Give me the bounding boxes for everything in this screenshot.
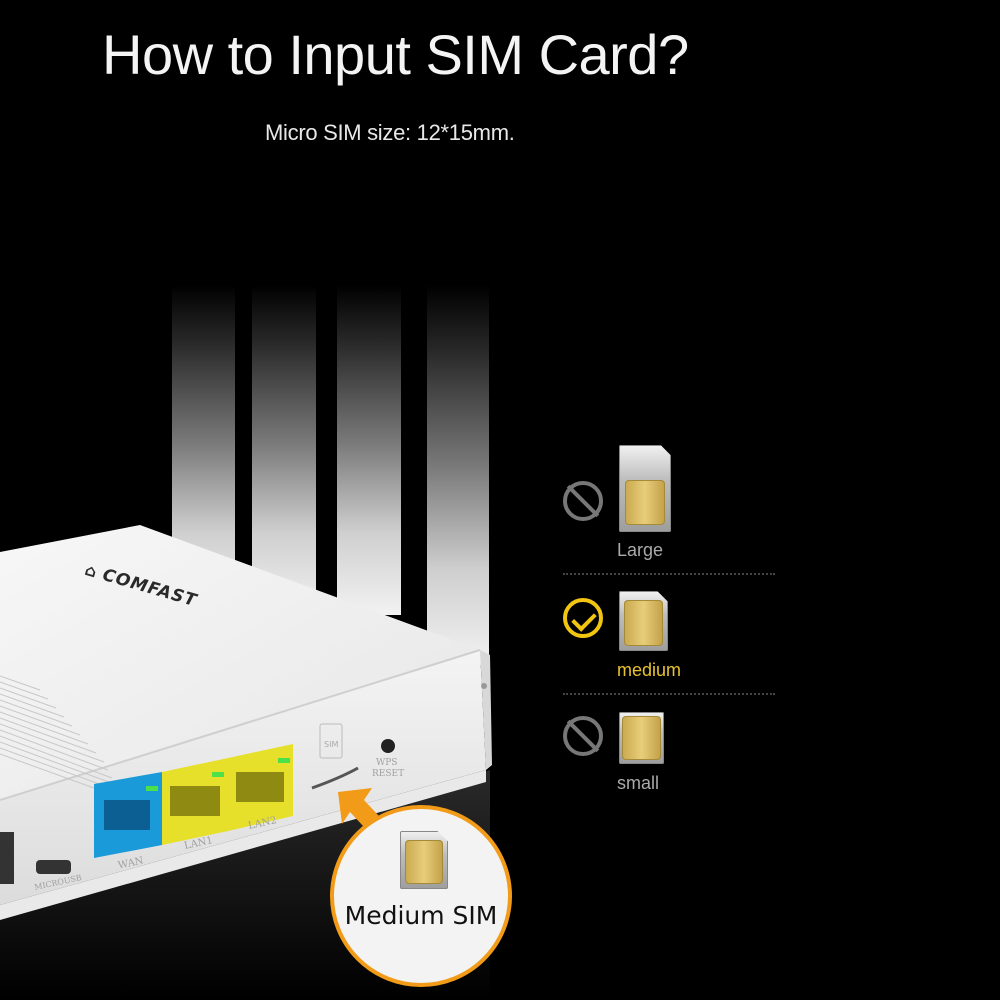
large-sim-icon [619,445,671,532]
check-circle-icon [563,598,603,638]
sim-option-small-label: small [617,773,660,793]
sim-slot-label: SIM [324,740,339,749]
ban-icon [563,481,603,521]
sim-chip [405,840,443,884]
sim-chip [622,716,661,760]
sim-size-subtitle: Micro SIM size: 12*15mm. [265,120,515,145]
wps-label: WPS [376,758,398,768]
callout-label: Medium SIM [344,901,498,930]
medium-sim-callout: Medium SIM [330,805,512,987]
antenna [252,285,316,615]
divider [563,573,775,575]
sim-chip [625,480,665,525]
sim-chip [624,600,663,646]
sim-option-medium-label: medium [617,660,682,680]
ban-icon [563,716,603,756]
medium-sim-icon [619,591,668,651]
reset-label: RESET [372,769,405,779]
page-title: How to Input SIM Card? [102,23,689,86]
small-sim-icon [619,712,664,764]
divider [563,693,775,695]
sim-option-large-label: Large [617,540,664,560]
medium-sim-icon [400,831,448,889]
antenna [337,285,401,615]
antenna [427,285,489,665]
